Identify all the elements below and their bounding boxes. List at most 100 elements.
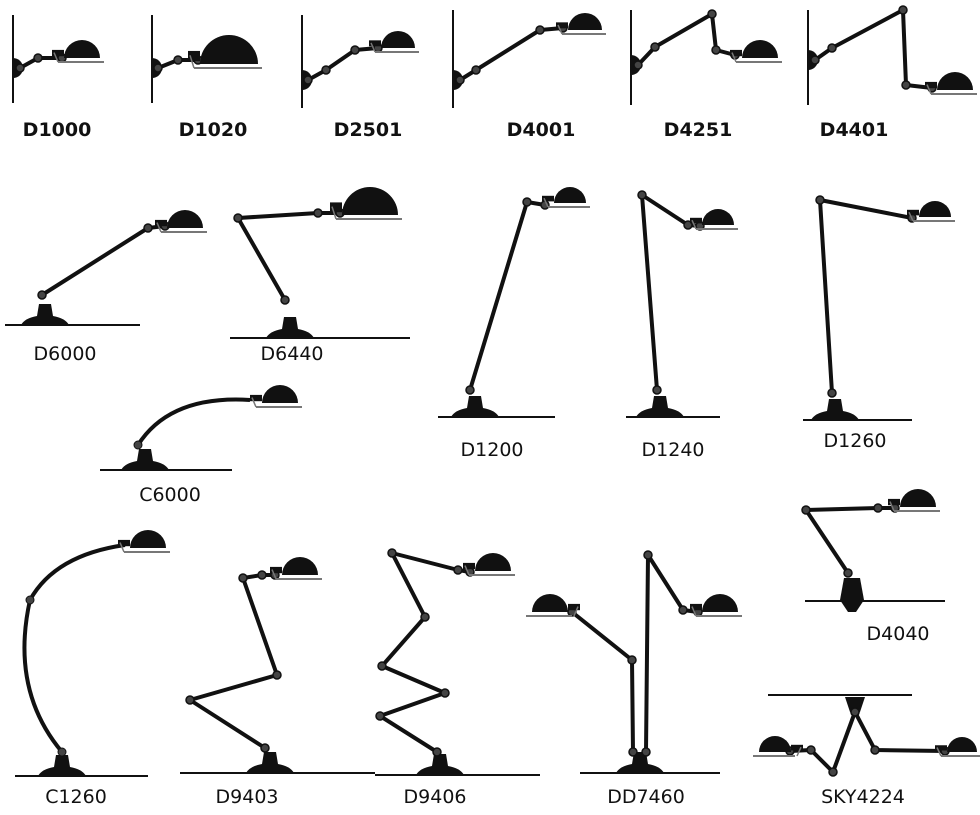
joint <box>25 595 35 605</box>
lamp-socket <box>542 195 554 202</box>
lamp-arm <box>458 26 564 82</box>
joint <box>321 65 331 75</box>
joint <box>522 197 532 207</box>
lamp-base <box>811 399 859 420</box>
joint <box>185 695 195 705</box>
lamp-d9403 <box>180 557 375 774</box>
lamp-socket <box>155 219 167 227</box>
lamp-shade <box>130 530 166 548</box>
joint <box>641 747 651 757</box>
lamp-socket <box>118 539 130 547</box>
lamp-d1200 <box>438 187 590 418</box>
joint <box>471 65 481 75</box>
joint <box>707 9 717 19</box>
shade-plate <box>370 42 376 53</box>
lamp-shade <box>919 201 951 217</box>
joint <box>453 565 463 575</box>
joint <box>153 63 163 73</box>
label-d4401: D4401 <box>819 119 889 141</box>
label-d1260: D1260 <box>823 430 887 452</box>
lamp-base <box>266 317 314 338</box>
joint <box>420 612 430 622</box>
lamp-socket <box>935 745 947 751</box>
joint <box>637 190 647 200</box>
lamp-d1260 <box>803 195 955 421</box>
label-d1020: D1020 <box>178 119 248 141</box>
lamp-shade <box>947 737 977 752</box>
lamp-arm <box>468 200 546 391</box>
lamp-arm <box>136 397 251 447</box>
joint <box>652 385 662 395</box>
joint <box>432 747 442 757</box>
joint <box>387 548 397 558</box>
lamp-d4040 <box>801 489 945 612</box>
shade-plate <box>53 52 59 63</box>
label-d6440: D6440 <box>260 343 324 365</box>
lamp-arm <box>307 46 379 82</box>
lamp-socket <box>369 40 381 47</box>
lamp-base <box>121 449 169 470</box>
lamp-arm <box>188 573 279 750</box>
lamp-socket <box>250 394 262 402</box>
joint <box>465 385 475 395</box>
shade-plate <box>731 52 737 63</box>
shade-plate <box>936 747 942 757</box>
shade-plate <box>691 606 697 617</box>
joint <box>33 53 43 63</box>
lamp-base <box>246 752 294 773</box>
label-d1240: D1240 <box>641 439 705 461</box>
joint <box>711 45 721 55</box>
joint <box>850 707 860 717</box>
joint <box>257 570 267 580</box>
joint <box>133 440 143 450</box>
joint <box>873 503 883 513</box>
lamp-base <box>21 304 69 325</box>
lamp-shade <box>568 13 602 30</box>
shade-plate <box>926 84 932 95</box>
joint <box>57 747 67 757</box>
shade-plate <box>271 569 277 580</box>
joint <box>173 55 183 65</box>
shade-plate <box>691 219 697 230</box>
lamp-socket <box>330 202 342 213</box>
lamp-d4401 <box>807 5 977 105</box>
lamp-d1240 <box>626 190 738 418</box>
shade-plate <box>573 606 579 617</box>
joint <box>843 568 853 578</box>
lamp-d9406 <box>375 548 540 776</box>
joint <box>827 43 837 53</box>
shade-plate <box>889 501 895 512</box>
joint <box>37 290 47 300</box>
joint <box>633 60 643 70</box>
joint <box>15 63 25 73</box>
shade-plate <box>189 55 195 69</box>
joint <box>260 743 270 753</box>
lamp-c6000 <box>100 385 302 471</box>
lamp-arm <box>804 506 895 575</box>
lamp-socket <box>730 49 742 57</box>
lamp-shade <box>342 187 398 215</box>
lamp-base <box>451 396 499 417</box>
lamp-shade <box>475 553 511 571</box>
lamp-base <box>616 752 664 773</box>
joint <box>272 670 282 680</box>
lamp-arm <box>636 12 736 67</box>
joint <box>313 208 323 218</box>
joint <box>233 213 243 223</box>
lamp-arm <box>22 543 126 754</box>
lamp-arm <box>789 711 857 774</box>
lamp-shade <box>532 594 568 612</box>
label-d1000: D1000 <box>22 119 92 141</box>
joint <box>628 747 638 757</box>
joint <box>810 55 820 65</box>
lamp-socket <box>463 562 475 570</box>
lamp-d4251 <box>630 9 782 105</box>
lamp-shade <box>900 489 936 507</box>
label-d2501: D2501 <box>333 119 403 141</box>
lamp-shade <box>554 187 586 203</box>
lamp-socket <box>568 603 580 611</box>
lamp-shade <box>759 736 791 752</box>
joint <box>375 711 385 721</box>
